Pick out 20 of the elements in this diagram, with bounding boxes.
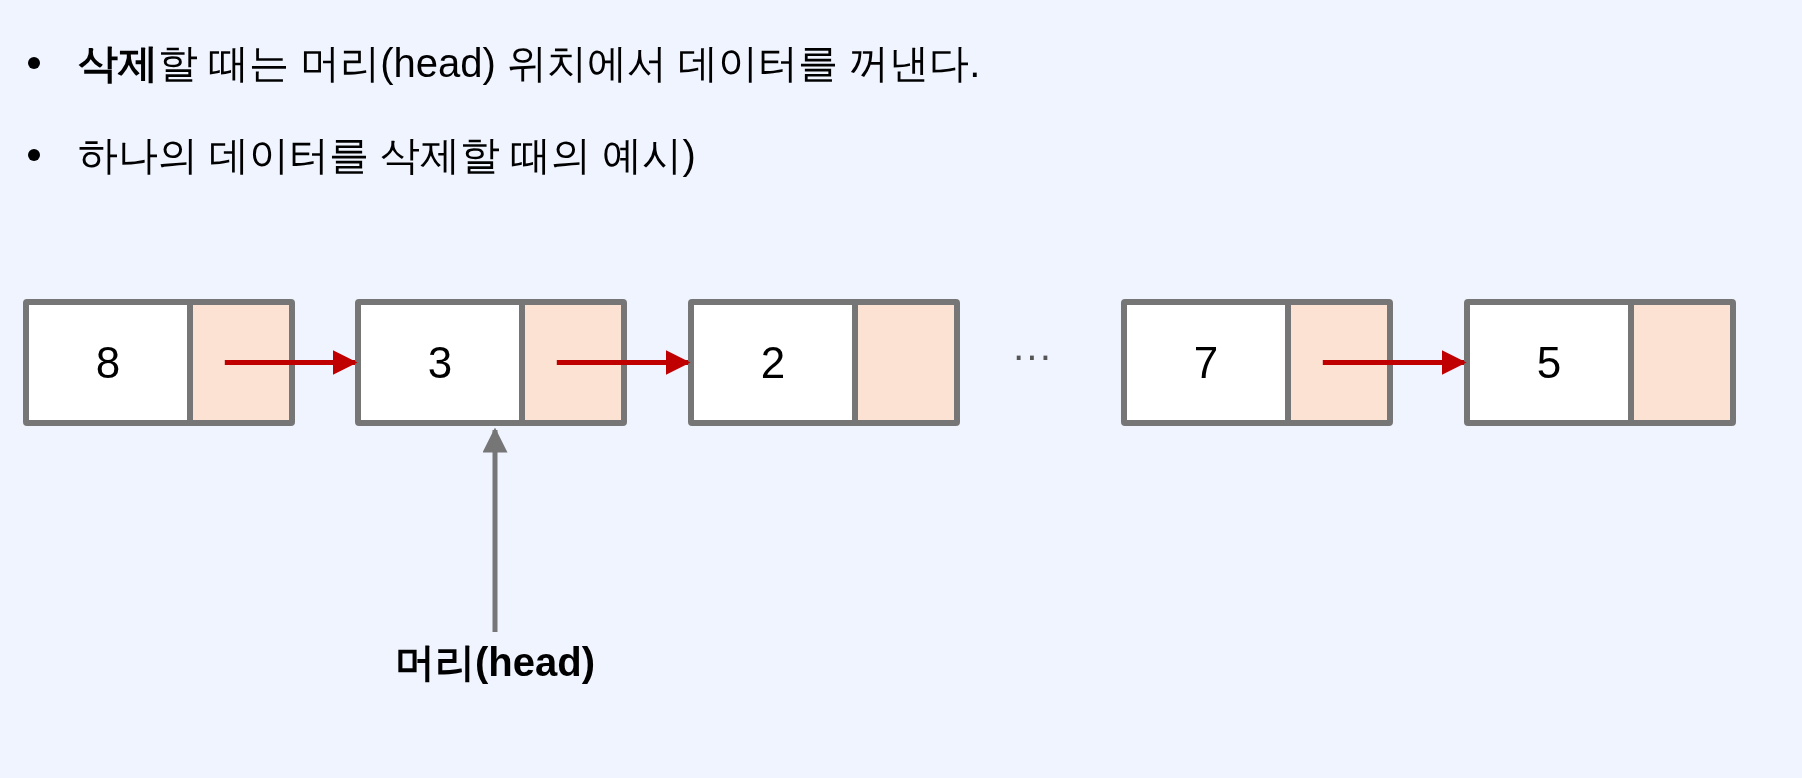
node-value: 3 <box>427 336 453 389</box>
ellipsis: ··· <box>1012 332 1052 379</box>
pointer-cell <box>852 305 954 420</box>
bullet-text: 하나의 데이터를 삭제할 때의 예시) <box>78 132 696 179</box>
list-node <box>688 299 960 426</box>
list-node <box>355 299 627 426</box>
pointer-cell <box>1285 305 1387 420</box>
node-value: 7 <box>1193 336 1219 389</box>
node-value: 5 <box>1536 336 1562 389</box>
bullet-text: 삭제할 때는 머리(head) 위치에서 데이터를 꺼낸다. <box>78 40 981 87</box>
head-label: 머리(head) <box>385 632 605 692</box>
node-value: 8 <box>95 336 121 389</box>
list-node <box>1121 299 1393 426</box>
pointer-cell <box>519 305 621 420</box>
list-node <box>1464 299 1736 426</box>
arrow <box>482 427 508 632</box>
node-value: 2 <box>760 336 786 389</box>
list-node <box>23 299 295 426</box>
pointer-cell <box>187 305 289 420</box>
pointer-cell <box>1628 305 1730 420</box>
